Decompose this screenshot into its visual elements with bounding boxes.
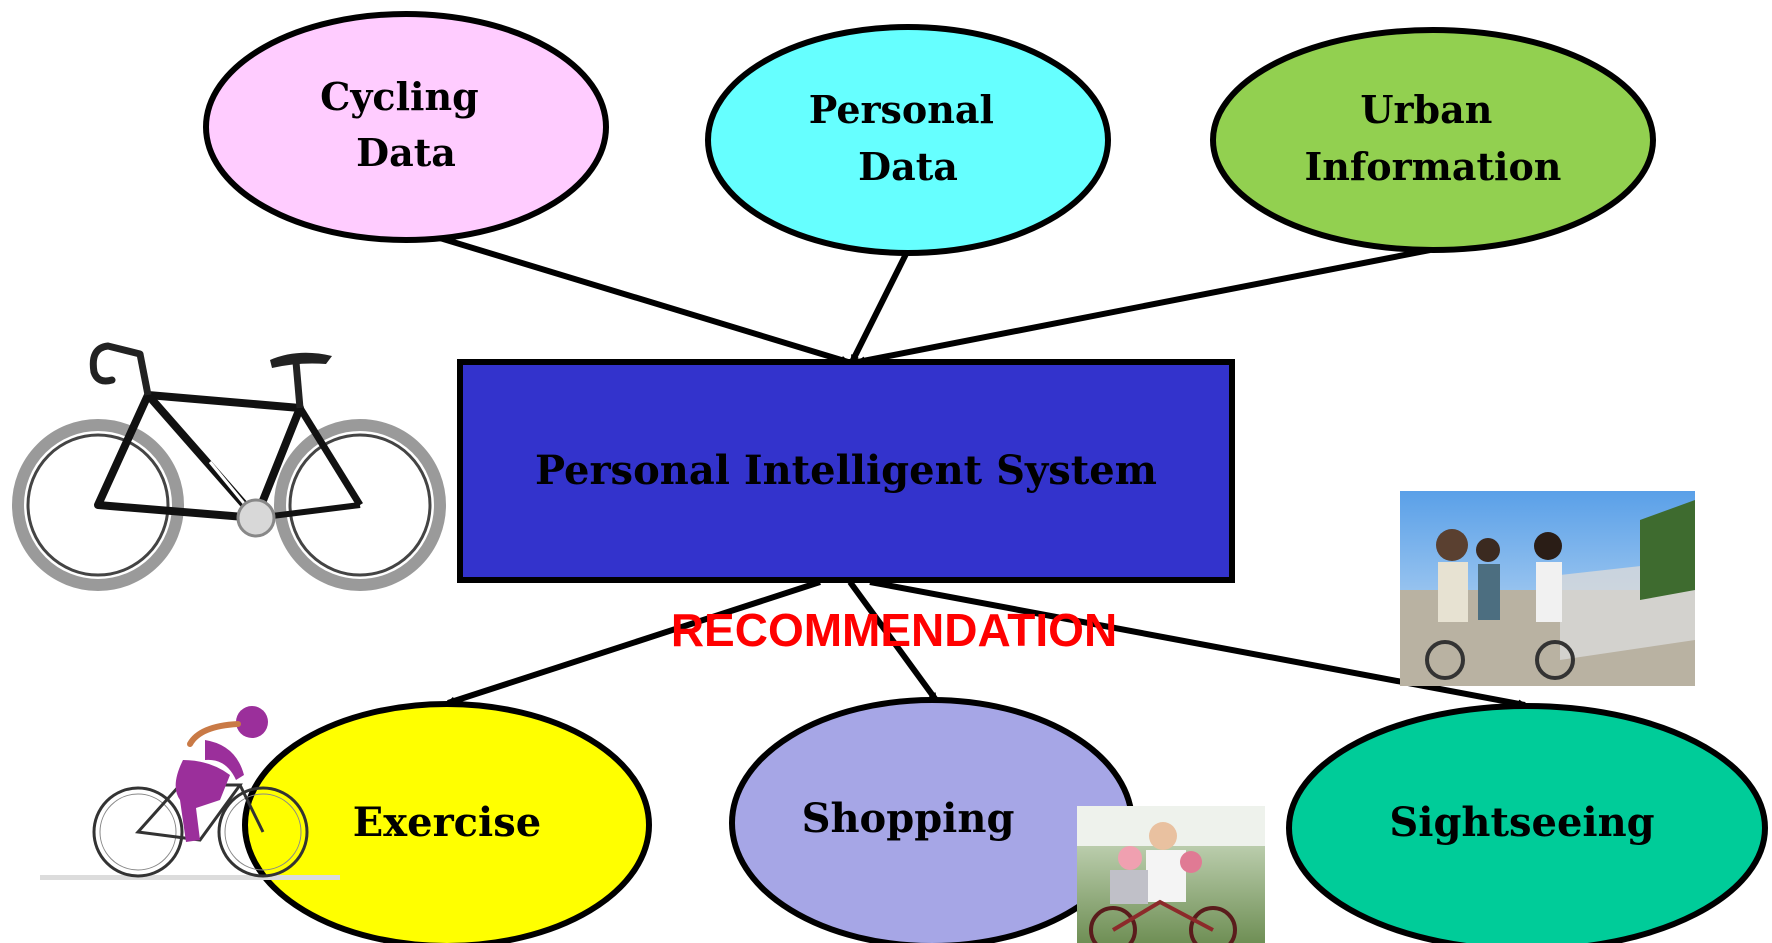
arrow-urban-to-system (858, 247, 1431, 365)
cycling-line-2: Data (356, 130, 456, 175)
system-label: Personal Intelligent System (535, 447, 1157, 494)
arrow-system-to-shopping (847, 580, 939, 702)
sightseeing-label: Sightseeing (1389, 799, 1654, 846)
svg-text:Personal Data: Personal Data (809, 87, 1007, 189)
personal-line-1: Personal (809, 87, 994, 132)
system-node: Personal Intelligent System (457, 359, 1235, 583)
shopping-label: Shopping (802, 795, 1015, 842)
cyclist-illustration (40, 706, 340, 880)
svg-text:Cycling Data: Cycling Data (320, 74, 492, 175)
urban-line-2: Information (1305, 144, 1562, 189)
recommendation-label: RECOMMENDATION (671, 604, 1117, 656)
shopping-photo (1077, 806, 1265, 943)
output-node-exercise: Exercise (242, 701, 652, 943)
arrow-system-to-exercise (448, 579, 821, 706)
cycling-line-1: Cycling (320, 74, 479, 119)
output-node-shopping: Shopping (729, 697, 1135, 943)
input-node-cycling: Cycling Data (203, 11, 609, 243)
arrow-cycling-to-system (429, 232, 848, 365)
bicycle-illustration (12, 342, 446, 591)
input-node-personal: Personal Data (705, 24, 1111, 256)
arrow-personal-to-system (849, 248, 911, 362)
exercise-label: Exercise (353, 799, 541, 846)
output-node-sightseeing: Sightseeing (1286, 703, 1768, 943)
svg-text:Urban Information: Urban Information (1305, 87, 1562, 189)
sightseeing-photo (1400, 491, 1695, 686)
urban-line-1: Urban (1360, 87, 1492, 132)
personal-line-2: Data (858, 144, 958, 189)
input-node-urban: Urban Information (1210, 27, 1656, 253)
